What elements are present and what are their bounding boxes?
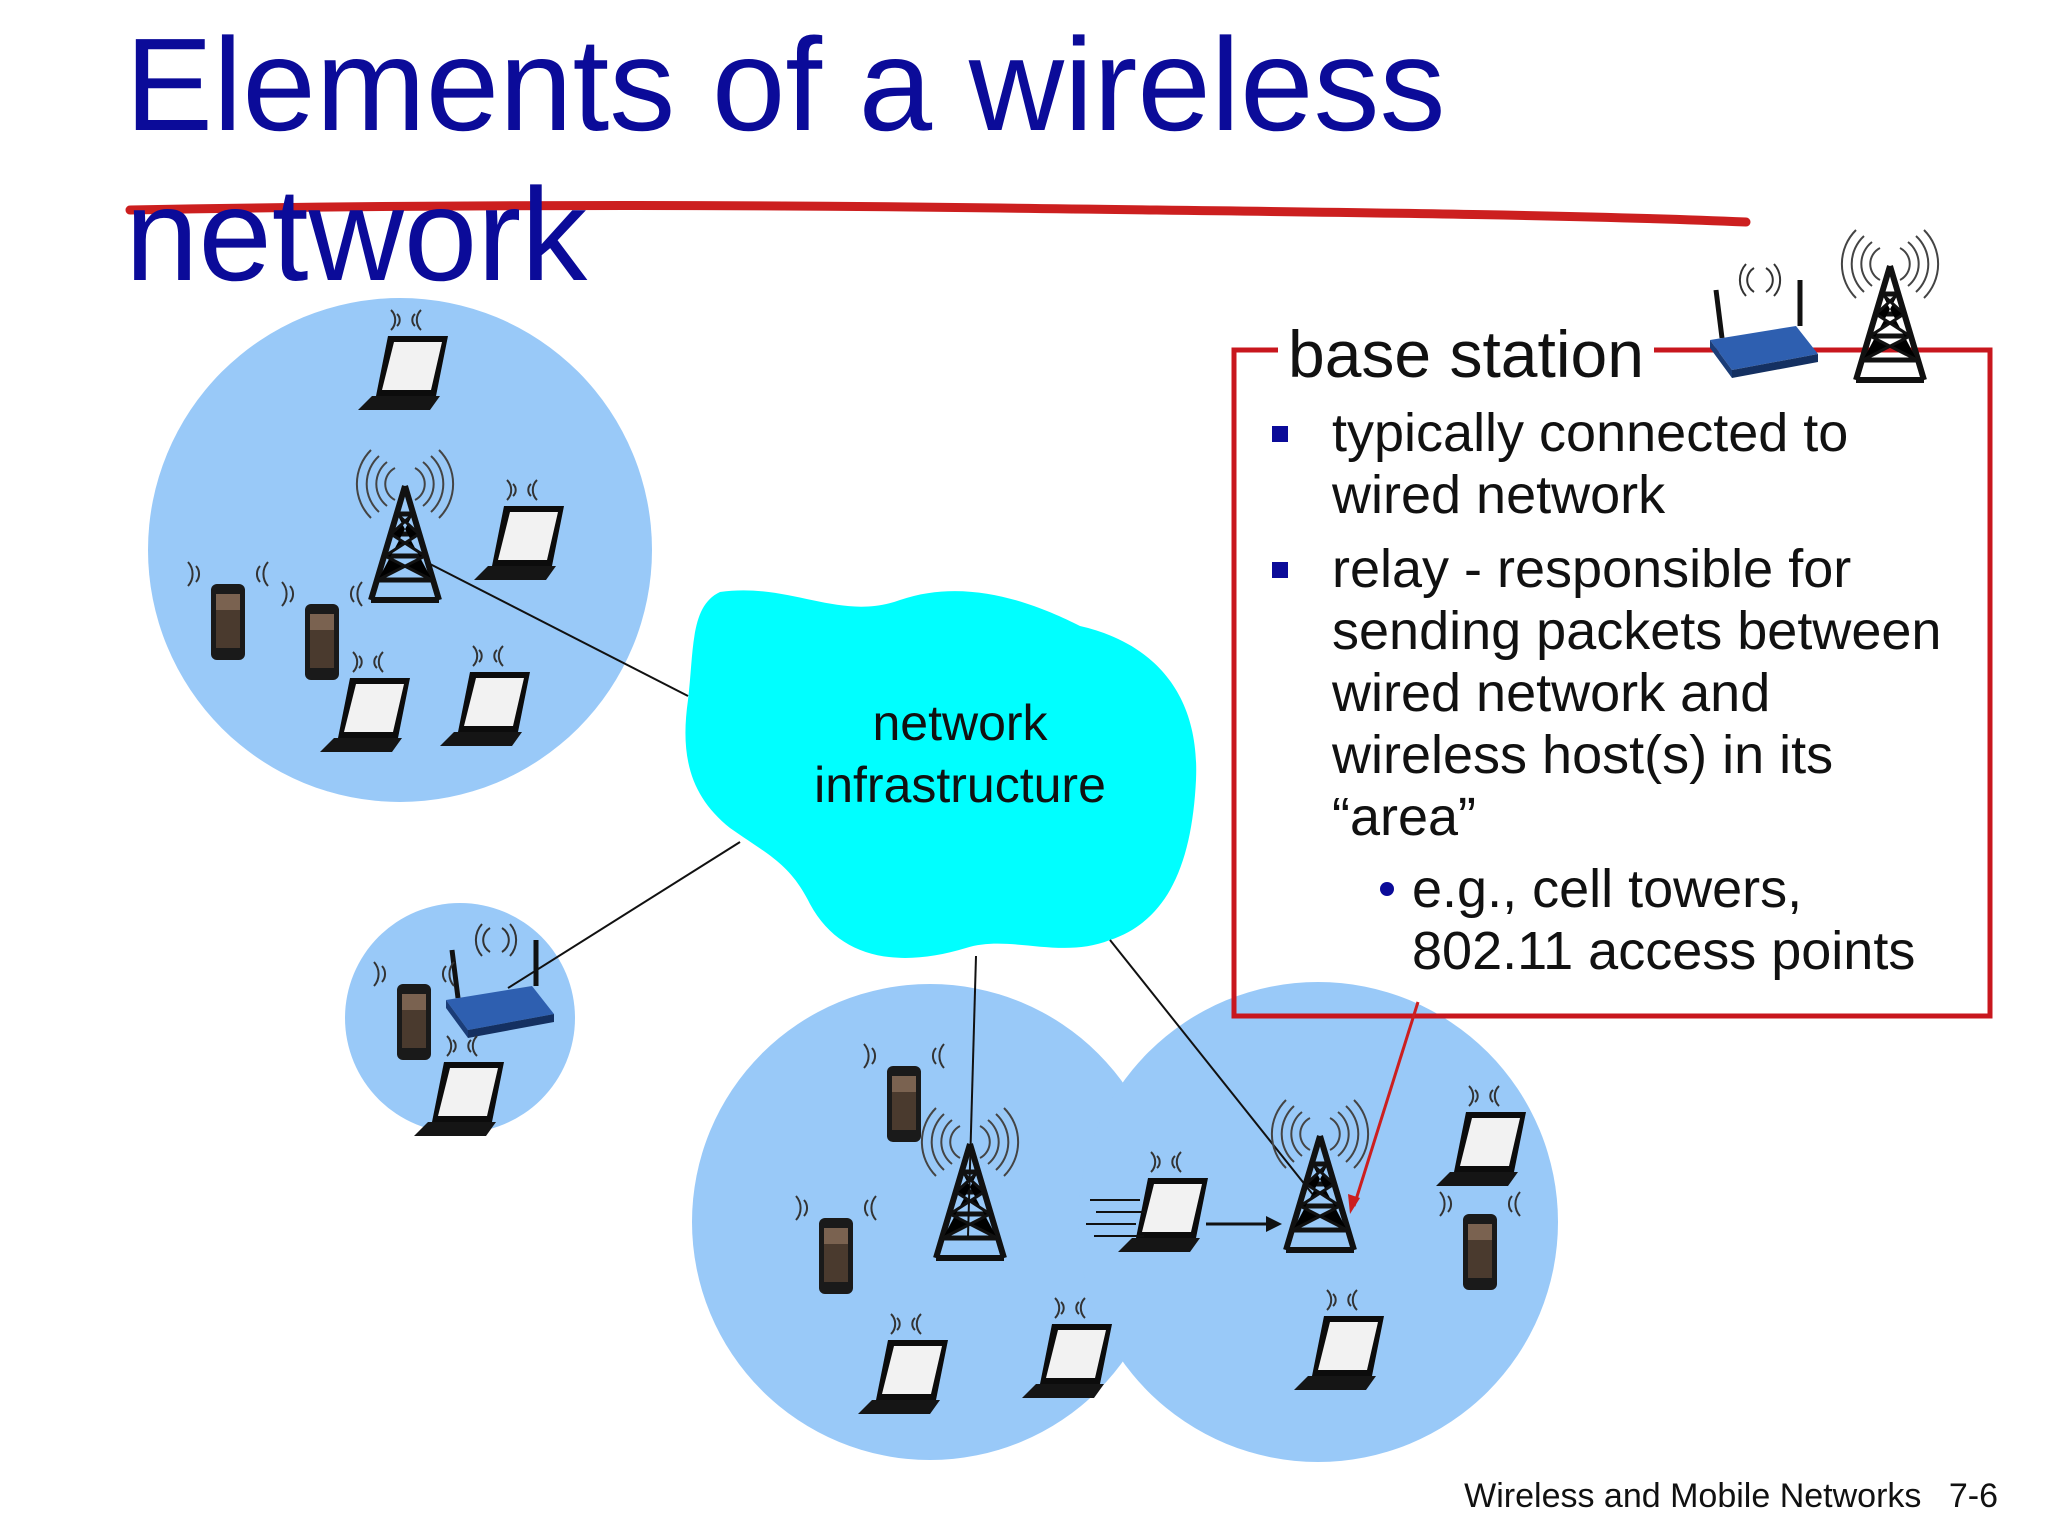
bullet-text: relay - responsible for sending packets … xyxy=(1332,539,1942,847)
square-bullet-icon xyxy=(1272,562,1288,578)
coverage-cell xyxy=(1078,982,1558,1462)
wifi-router-icon xyxy=(1710,264,1818,378)
page-number: 7-6 xyxy=(1948,1477,1998,1515)
red-arrowhead xyxy=(1348,1194,1360,1214)
network-links xyxy=(429,563,1315,1237)
footer-course: Wireless and Mobile Networks xyxy=(1464,1477,1922,1515)
sub-bullet-list: e.g., cell towers, 802.11 access points xyxy=(1332,858,1948,982)
bullet-text: typically connected to wired network xyxy=(1332,403,1849,525)
sub-bullet-item: e.g., cell towers, 802.11 access points xyxy=(1332,858,1948,982)
link-line xyxy=(429,563,689,697)
coverage-cells xyxy=(148,298,1558,1462)
round-bullet-icon xyxy=(1380,882,1394,896)
bullet-item: typically connected to wired network xyxy=(1268,402,1948,526)
red-underline-annotation xyxy=(125,201,1751,227)
motion-lines-icon xyxy=(1086,1199,1146,1237)
link-line xyxy=(967,955,977,1237)
slide-title: Elements of a wireless network xyxy=(125,11,1446,308)
slide-footer: Wireless and Mobile Networks 7-6 xyxy=(1464,1477,1998,1516)
cell-tower-icon xyxy=(1842,230,1938,380)
red-pointer-arrow xyxy=(1352,1001,1420,1207)
base-station-bullet-list: typically connected to wired network rel… xyxy=(1268,402,1948,994)
network-infrastructure-cloud xyxy=(685,590,1197,958)
base-station-heading: base station xyxy=(1278,316,1654,392)
link-line xyxy=(507,841,741,989)
square-bullet-icon xyxy=(1272,426,1288,442)
network-infrastructure-label: network infrastructure xyxy=(814,695,1106,813)
handoff-arrowhead xyxy=(1266,1216,1282,1232)
bullet-item: relay - responsible for sending packets … xyxy=(1268,538,1948,982)
sub-bullet-text: e.g., cell towers, 802.11 access points xyxy=(1412,859,1916,981)
link-line xyxy=(1109,939,1315,1197)
